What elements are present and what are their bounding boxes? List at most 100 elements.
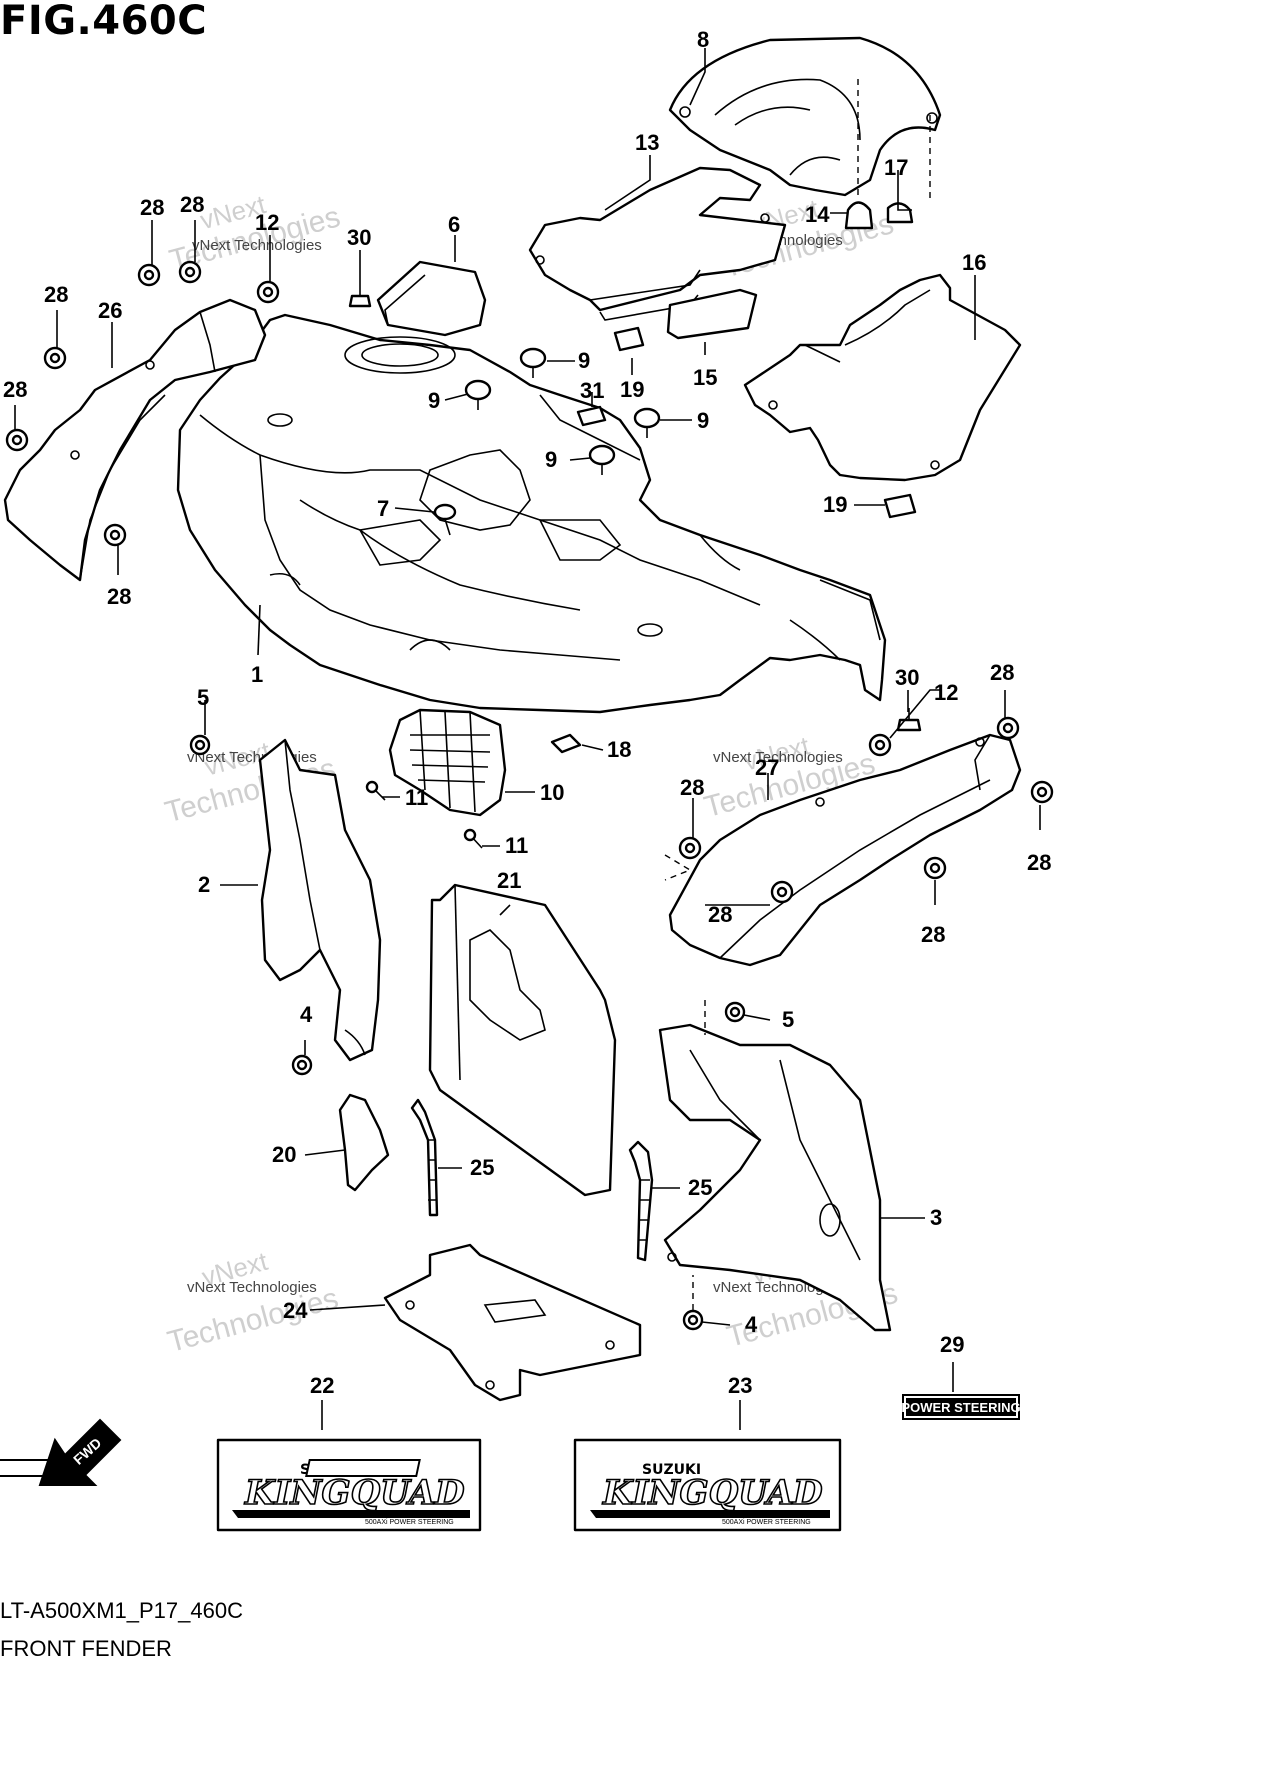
callout-7: 7 <box>377 496 389 521</box>
clip-5b <box>724 1001 746 1023</box>
screw-11a <box>365 780 386 801</box>
callout-2: 2 <box>198 872 210 897</box>
watermark-small-1: vNext Technologies <box>192 237 322 254</box>
part-25-cable-tie-right <box>628 1140 654 1262</box>
callout-30: 30 <box>895 665 919 690</box>
watermark-small-5: vNext Technologies <box>187 1279 317 1296</box>
callout-25: 25 <box>470 1155 494 1180</box>
clip-12a <box>256 280 280 304</box>
callout-29: 29 <box>940 1332 964 1357</box>
part-2-left-inner-panel <box>258 738 382 1062</box>
decal-model-right: KINGQUAD <box>602 1473 823 1513</box>
clip-5a <box>189 734 211 756</box>
callout-28: 28 <box>990 660 1014 685</box>
power-steering-text: POWER STEERING <box>901 1400 1020 1415</box>
callout-23: 23 <box>728 1373 752 1398</box>
part-19-pad-lower <box>883 493 917 519</box>
clip-28e <box>103 523 127 547</box>
part-20-bracket <box>338 1093 390 1192</box>
callout-16: 16 <box>962 250 986 275</box>
callout-21: 21 <box>497 868 521 893</box>
part-3-right-inner-panel <box>658 1023 892 1332</box>
callout-3: 3 <box>930 1205 942 1230</box>
callout-28: 28 <box>680 775 704 800</box>
callout-19: 19 <box>620 377 644 402</box>
callout-19: 19 <box>823 492 847 517</box>
clip-4a <box>291 1054 313 1076</box>
callout-1: 1 <box>251 662 263 687</box>
part-6-cap <box>376 260 487 337</box>
screw-11b <box>463 828 483 849</box>
decal-model-left: KINGQUAD <box>244 1473 465 1513</box>
callout-9: 9 <box>428 388 440 413</box>
pad-31 <box>576 405 607 427</box>
callout-28: 28 <box>3 377 27 402</box>
screw-9b <box>464 379 492 410</box>
part-18-pad <box>550 733 582 754</box>
part-24-plate <box>383 1243 642 1402</box>
part-8-front-panel-cover <box>668 36 942 197</box>
figure-name: FRONT FENDER <box>0 1636 172 1661</box>
callout-28: 28 <box>708 902 732 927</box>
callout-5: 5 <box>197 685 209 710</box>
callout-numbers: 8 1 3 17 14 28 28 12 30 6 16 28 26 9 19 1… <box>3 27 1051 1398</box>
part-23-kingquad-decal-right: SUZUKI KINGQUAD 500AXi POWER STEERING <box>305 1438 842 1532</box>
part-29-power-steering-decal: POWER STEERING <box>901 1394 1021 1420</box>
callout-9: 9 <box>578 348 590 373</box>
clip-12b <box>868 733 892 757</box>
decal-brand-right: SUZUKI <box>642 1462 701 1478</box>
part-19-pad-upper <box>613 326 645 352</box>
callout-11: 11 <box>505 833 528 858</box>
leader-lines <box>14 48 1041 1430</box>
callout-12: 12 <box>934 680 958 705</box>
screw-7 <box>433 503 457 536</box>
callout-10: 10 <box>540 780 564 805</box>
callout-30: 30 <box>347 225 371 250</box>
callout-28: 28 <box>140 195 164 220</box>
clip-4b <box>682 1309 704 1331</box>
clip-28f <box>996 716 1020 740</box>
callout-6: 6 <box>448 212 460 237</box>
clip-17 <box>886 202 914 224</box>
figure-title: FIG.460C <box>0 0 208 44</box>
watermark-small-4: vNext Technologies <box>713 749 843 766</box>
clip-28g <box>678 836 702 860</box>
callout-22: 22 <box>310 1373 334 1398</box>
callout-11: 11 <box>405 785 428 810</box>
screw-9c <box>633 407 661 438</box>
callout-4: 4 <box>745 1312 758 1337</box>
callout-4: 4 <box>300 1002 313 1027</box>
callout-28: 28 <box>180 192 204 217</box>
callout-28: 28 <box>1027 850 1051 875</box>
part-10-air-duct <box>388 708 507 817</box>
part-16-side-cover <box>743 273 1022 482</box>
callout-8: 8 <box>697 27 709 52</box>
callout-14: 14 <box>805 202 830 227</box>
screw-9a <box>519 347 547 378</box>
callout-28: 28 <box>921 922 945 947</box>
clip-28c <box>43 346 67 370</box>
part-27-right-mudguard <box>668 733 1022 967</box>
fasteners <box>5 201 1054 1331</box>
callout-26: 26 <box>98 298 122 323</box>
callout-27: 27 <box>755 755 779 780</box>
clip-28i <box>770 880 794 904</box>
part-15-pad <box>666 288 758 340</box>
fwd-direction-arrow: FWD <box>38 1418 122 1486</box>
clip-30b <box>896 708 922 732</box>
callout-20: 20 <box>272 1142 296 1167</box>
callout-28: 28 <box>44 282 68 307</box>
callout-18: 18 <box>607 737 631 762</box>
model-code: LT-A500XM1_P17_460C <box>0 1598 243 1623</box>
clip-28h <box>1030 780 1054 804</box>
part-26-left-mudguard <box>3 298 267 582</box>
callout-24: 24 <box>283 1298 308 1323</box>
callout-5: 5 <box>782 1007 794 1032</box>
clip-28b <box>178 260 202 284</box>
decal-sub-right: 500AXi POWER STEERING <box>722 1519 811 1526</box>
callout-12: 12 <box>255 210 279 235</box>
clip-30a <box>348 285 372 308</box>
callout-25: 25 <box>688 1175 712 1200</box>
callout-17: 17 <box>884 155 908 180</box>
